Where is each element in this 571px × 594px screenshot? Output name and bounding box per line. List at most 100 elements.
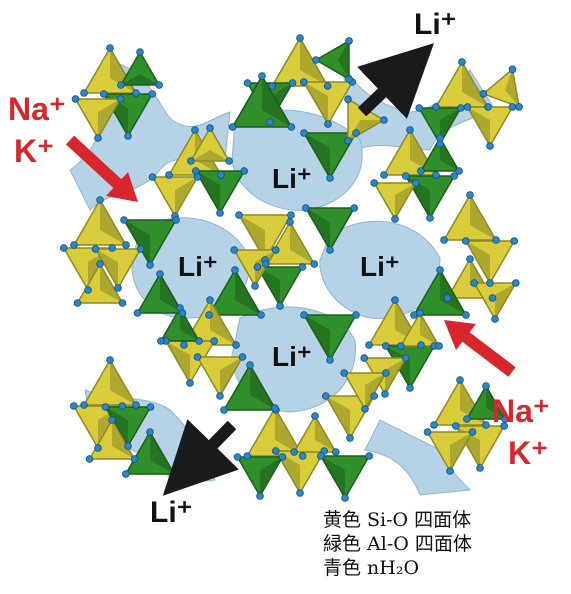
si-o-tetrahedron-face [303, 82, 328, 124]
oxygen-atom [466, 191, 474, 199]
oxygen-atom [186, 379, 194, 387]
oxygen-atom [508, 103, 517, 111]
oxygen-atom [178, 309, 187, 317]
oxygen-atom [271, 404, 279, 412]
oxygen-atom [436, 134, 444, 142]
oxygen-atom [256, 492, 264, 500]
oxygen-atom [257, 311, 265, 319]
si-o-tetrahedron-face [100, 200, 126, 245]
oxygen-atom [246, 361, 254, 369]
oxygen-atom [508, 65, 517, 74]
oxygen-atom [436, 266, 444, 274]
oxygen-atom [287, 211, 295, 219]
si-o-tetrahedron-face [470, 259, 493, 298]
si-o-tetrahedron-face [460, 380, 486, 425]
si-o-tetrahedron-face [470, 195, 496, 240]
oxygen-atom [122, 241, 130, 249]
oxygen-atom [191, 126, 199, 134]
oxygen-atom [70, 402, 78, 410]
oxygen-atom [401, 172, 410, 180]
oxygen-atom [488, 294, 497, 302]
oxygen-atom [415, 104, 424, 112]
oxygen-atom [165, 171, 173, 179]
oxygen-atom [238, 353, 247, 361]
oxygen-atom [73, 299, 82, 307]
oxygen-atom [456, 376, 464, 384]
oxygen-atom [268, 82, 277, 90]
oxygen-atom [172, 216, 180, 224]
oxygen-atom [456, 104, 465, 112]
oxygen-atom [296, 489, 304, 497]
arrow-na-k-in-right [458, 329, 516, 377]
oxygen-atom [350, 204, 359, 212]
oxygen-atom [341, 494, 349, 502]
arrow-li-out-bottom [162, 419, 239, 496]
oxygen-atom [311, 412, 319, 420]
si-o-tetrahedron-face [190, 150, 230, 161]
si-o-tetrahedron-face [395, 183, 416, 219]
oxygen-atom [365, 452, 374, 460]
si-o-tetrahedron-face [450, 432, 473, 471]
oxygen-atom [423, 428, 432, 436]
oxygen-atom [316, 452, 325, 460]
oxygen-atom [193, 173, 202, 181]
oxygen-atom [510, 237, 519, 245]
oxygen-atom [108, 416, 116, 424]
si-o-tetrahedron-face [505, 69, 520, 107]
oxygen-atom [479, 90, 488, 98]
oxygen-atom [486, 279, 494, 287]
oxygen-atom [417, 167, 425, 175]
oxygen-atom [381, 369, 390, 377]
oxygen-atom [323, 82, 332, 90]
oxygen-atom [231, 266, 239, 274]
si-o-tetrahedron-face [410, 130, 436, 175]
oxygen-atom [344, 95, 352, 103]
oxygen-atom [205, 311, 213, 319]
oxygen-atom [468, 428, 477, 436]
oxygen-atom [91, 245, 100, 253]
oxygen-atom [370, 392, 379, 400]
oxygen-atom [435, 342, 443, 350]
oxygen-atom [240, 167, 249, 175]
si-o-tetrahedron-face [290, 222, 315, 264]
oxygen-atom [501, 415, 509, 423]
si-o-tetrahedron-face [98, 99, 121, 138]
oxygen-atom [397, 342, 405, 350]
oxygen-atom [271, 447, 280, 455]
al-o-tetrahedron-face [120, 74, 160, 85]
al-o-tetrahedron-face [260, 457, 283, 496]
oxygen-atom [451, 422, 460, 430]
oxygen-atom [466, 255, 474, 263]
oxygen-atom [235, 211, 243, 219]
oxygen-atom [432, 103, 440, 111]
al-o-tetrahedron-face [486, 386, 506, 419]
oxygen-atom [401, 354, 410, 362]
oxygen-atom [462, 311, 470, 319]
oxygen-atom [94, 444, 102, 452]
oxygen-atom [345, 37, 353, 45]
oxygen-atom [391, 296, 399, 304]
si-o-tetrahedron-face [420, 313, 440, 346]
al-o-tetrahedron-face [304, 315, 330, 360]
oxygen-atom [470, 279, 479, 287]
oxygen-atom [426, 214, 434, 222]
al-o-tetrahedron-face [160, 274, 183, 313]
oxygen-atom [360, 354, 369, 362]
oxygen-atom [492, 236, 500, 244]
label-li-cavity-bottom: Li⁺ [272, 341, 312, 372]
oxygen-atom [80, 401, 88, 409]
legend-si-o: 黄色 Si-O 四面体 [323, 509, 472, 531]
oxygen-atom [94, 134, 102, 142]
oxygen-atom [228, 123, 237, 131]
al-o-tetrahedron-face [257, 267, 280, 306]
oxygen-atom [461, 237, 470, 245]
oxygen-atom [298, 452, 307, 460]
si-o-tetrahedron-face [495, 283, 516, 319]
oxygen-atom [300, 129, 308, 137]
oxygen-atom [180, 341, 188, 349]
oxygen-atom [80, 89, 88, 97]
oxygen-atom [482, 421, 490, 429]
si-o-tetrahedron-face [165, 341, 190, 383]
oxygen-atom [365, 341, 373, 349]
label-li-cavity-left: Li⁺ [178, 251, 218, 282]
